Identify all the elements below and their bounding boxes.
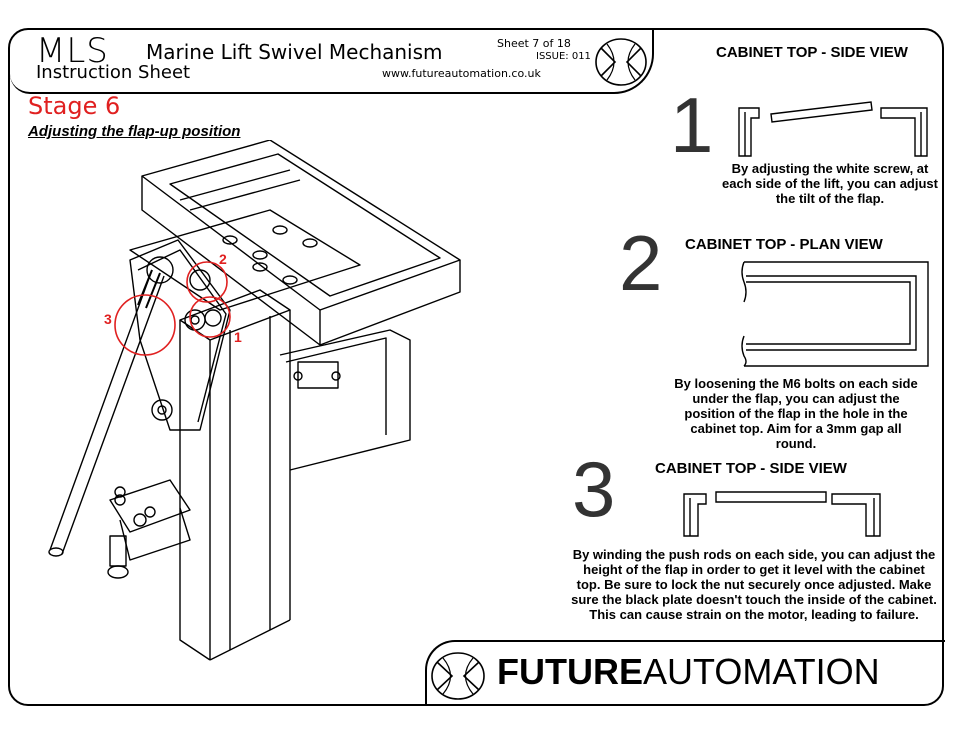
website-url: www.futureautomation.co.uk <box>382 67 541 80</box>
footer-brand: FUTUREAUTOMATION <box>497 654 880 690</box>
future-automation-logo-icon <box>593 36 649 88</box>
step-3-diagram <box>680 488 886 540</box>
footer-brand-light: AUTOMATION <box>643 651 880 692</box>
page-border <box>8 28 944 706</box>
step-2-text: By loosening the M6 bolts on each side u… <box>674 376 918 451</box>
step-2-diagram <box>738 258 934 370</box>
step-1-number: 1 <box>670 81 714 169</box>
future-automation-logo-icon <box>428 650 488 702</box>
issue-number: ISSUE: 011 <box>536 51 591 62</box>
step-3-number: 3 <box>572 445 616 533</box>
mechanism-diagram <box>30 140 470 680</box>
footer-brand-bold: FUTURE <box>497 651 643 692</box>
step-1-text: By adjusting the white screw, at each si… <box>722 161 938 206</box>
callout-circle-2 <box>186 261 228 303</box>
step-3-title: CABINET TOP - SIDE VIEW <box>655 460 847 477</box>
header-box <box>10 28 654 94</box>
footer-box <box>425 640 945 706</box>
doc-type: Instruction Sheet <box>36 62 191 83</box>
step-2-title: CABINET TOP - PLAN VIEW <box>685 236 883 253</box>
callout-label-3: 3 <box>104 311 112 327</box>
stage-label: Stage 6 <box>28 92 121 120</box>
product-name: Marine Lift Swivel Mechanism <box>146 40 443 64</box>
step-1-title: CABINET TOP - SIDE VIEW <box>716 44 908 61</box>
step-3-text: By winding the push rods on each side, y… <box>571 547 937 622</box>
sheet-number: Sheet 7 of 18 <box>497 37 571 50</box>
callout-label-1: 1 <box>234 329 242 345</box>
product-code: MLS <box>36 31 109 71</box>
step-1-diagram <box>735 100 935 160</box>
callout-circle-3 <box>114 294 176 356</box>
callout-label-2: 2 <box>219 251 227 267</box>
step-2-number: 2 <box>619 219 663 307</box>
stage-title: Adjusting the flap-up position <box>28 123 241 140</box>
callout-circle-1 <box>189 296 231 338</box>
